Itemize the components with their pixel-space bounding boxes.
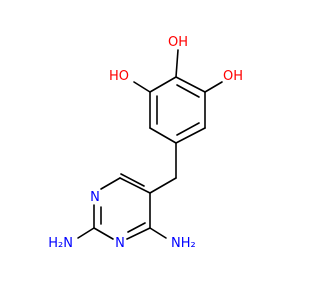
methylene-bridge: [149, 142, 177, 194]
hydroxyl-label-right: OH: [223, 69, 243, 84]
bond-c1-c2: [149, 76, 177, 93]
bond-c5p-c6p: [119, 177, 151, 194]
pyrimidine-ring: [93, 173, 151, 240]
hydroxyl-bonds: [133, 49, 223, 93]
bond-c6-c1-double: [176, 84, 200, 98]
bond-c2p-n3: [93, 227, 114, 240]
bond-c2-o-left: [133, 81, 151, 93]
bond-c4-c5: [175, 127, 206, 144]
bond-ch2-pyrimidine: [149, 177, 177, 194]
bond-c4p-nh2-right: [149, 227, 167, 239]
benzene-ring: [149, 76, 206, 144]
ring-nitrogen-lower: N: [115, 236, 125, 251]
amine-label-right: NH₂: [171, 236, 196, 251]
bond-c2p-nh2-left: [77, 227, 95, 239]
hydroxyl-label-left: HO: [109, 69, 129, 84]
bond-c6-o-right: [204, 81, 223, 93]
bond-c6-c1: [175, 76, 206, 93]
bond-c3-c4: [149, 127, 177, 144]
hydroxyl-label-top: OH: [168, 35, 188, 50]
bond-n3-c4p-double: [127, 222, 146, 233]
bond-c4-c5-double: [176, 122, 200, 136]
bond-c6p-n1: [100, 177, 121, 190]
molecule-structure: OH HO OH N N H₂N NH₂: [48, 35, 244, 251]
amine-label-left: H₂N: [48, 236, 73, 251]
bond-c5p-c6p-double: [120, 173, 145, 187]
ring-nitrogen-upper: N: [90, 190, 100, 205]
atom-labels: OH HO OH N N H₂N NH₂: [48, 35, 243, 251]
bond-c1-o-top: [175, 49, 179, 78]
bond-n3-c4p: [126, 227, 151, 240]
amine-bonds: [77, 227, 167, 239]
